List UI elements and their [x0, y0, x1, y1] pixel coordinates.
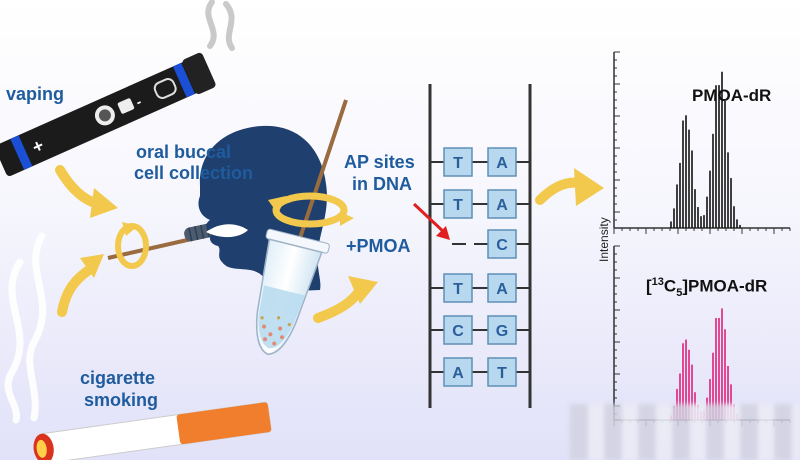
collection-tube-icon	[255, 228, 330, 355]
intensity-axis-label: Intensity	[597, 217, 611, 262]
axis-ticks	[613, 51, 791, 426]
oral-buccal-label: oral buccal	[136, 142, 232, 162]
dna-base-left-box	[443, 357, 473, 387]
spectra-axes	[613, 52, 790, 421]
dna-base-left-letter: A	[452, 365, 464, 382]
dna-base-right-box	[487, 189, 517, 219]
arrow-to-spectra	[535, 168, 604, 206]
dna-pair-row: C	[452, 229, 530, 259]
cigarette-icon	[33, 401, 272, 460]
dna-base-left-letter: T	[453, 155, 463, 172]
labeled-pmoa-dr-label: [13C5]PMOA-dR	[646, 276, 768, 300]
dna-base-right-letter: G	[496, 323, 508, 340]
pmoa-label: +PMOA	[346, 236, 411, 256]
yellow-arrows-left	[55, 165, 103, 317]
cigarette-label: cigarette	[80, 368, 156, 388]
dna-base-right-box	[487, 315, 517, 345]
ap-site-marker-arrow	[412, 202, 450, 240]
dna-base-right-box	[487, 229, 517, 259]
yellow-arrowheads-left	[80, 188, 118, 278]
dna-base-left-box	[443, 315, 473, 345]
cell-collection-label: cell collection	[134, 163, 254, 183]
spin-arrow-icon	[268, 192, 354, 228]
dna-base-left-box	[443, 147, 473, 177]
dna-ladder	[428, 84, 532, 408]
dna-base-right-letter: T	[497, 365, 507, 382]
arrow-to-dna	[313, 276, 378, 323]
dna-base-left-letter: T	[453, 197, 463, 214]
vape-pen-icon: + -	[0, 52, 216, 176]
svg-text:-: -	[133, 93, 144, 110]
vaping-label: vaping	[6, 84, 65, 104]
cigarette-smoke	[4, 232, 47, 424]
peak-series-top	[670, 71, 741, 228]
dna-base-right-letter: A	[496, 281, 508, 298]
smoking-label: smoking	[84, 390, 159, 410]
dna-base-right-letter: C	[496, 237, 508, 254]
in-dna-label: in DNA	[352, 174, 412, 194]
dna-base-right-letter: A	[496, 155, 508, 172]
dna-base-right-box	[487, 273, 517, 303]
pmoa-dr-label: PMOA-dR	[692, 86, 772, 105]
dna-base-left-letter: T	[453, 281, 463, 298]
dna-base-right-box	[487, 147, 517, 177]
dna-base-right-box	[487, 357, 517, 387]
vertical-swab	[290, 99, 348, 263]
ap-sites-label: AP sites	[344, 152, 415, 172]
dna-base-left-box	[443, 189, 473, 219]
blurred-watermark	[570, 404, 800, 460]
dna-base-left-letter: C	[452, 323, 464, 340]
vape-smoke	[205, 0, 235, 51]
rotate-arrow-icon	[115, 222, 149, 269]
dna-base-left-box	[443, 273, 473, 303]
dna-base-right-letter: A	[496, 197, 508, 214]
